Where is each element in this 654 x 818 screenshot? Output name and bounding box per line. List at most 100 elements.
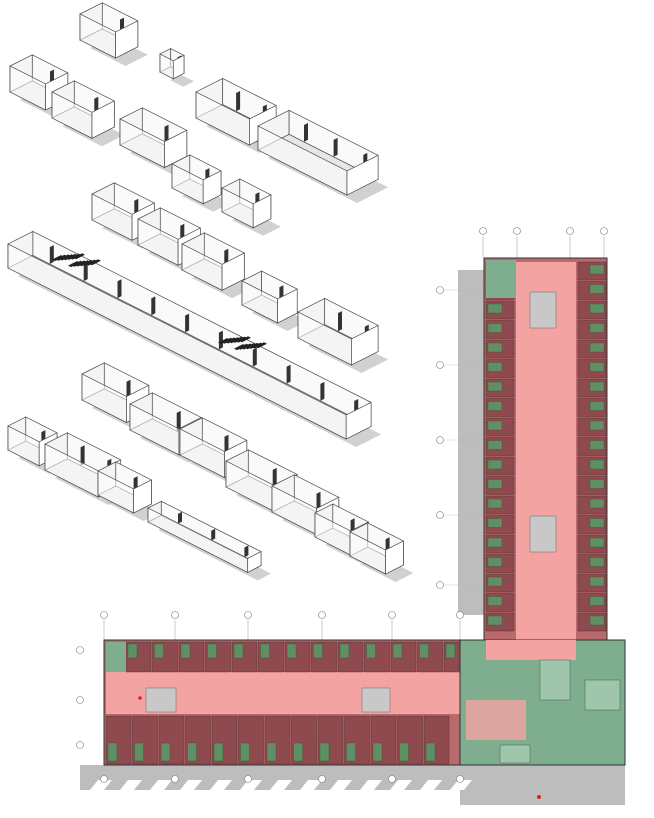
bathroom [487,401,503,411]
bathroom [392,643,403,659]
bathroom [487,381,503,392]
service-room [499,744,531,764]
bathroom [589,537,605,548]
bathroom [487,342,503,353]
door-icon [178,511,182,524]
module-closet [159,48,194,87]
bathroom [487,420,503,431]
module-side-wall [133,479,152,514]
shadow-hatch [240,780,262,790]
grid-bubble [456,611,464,619]
grid-bubble [171,775,179,783]
stair-icon [218,336,267,351]
bathroom [589,284,605,294]
bathroom [589,440,605,450]
bathroom [372,742,383,762]
grid-bubble [244,775,252,783]
bathroom [487,440,503,450]
grid-bubble [436,361,444,369]
bathroom [134,742,144,762]
stair-core-green [486,260,516,298]
bathroom [207,643,217,659]
bathroom [127,643,138,659]
door-icon [185,313,190,333]
bathroom [187,742,197,762]
module-side-wall [346,154,379,196]
shadow-hatch [210,780,232,790]
module-room [297,297,389,373]
stair-core [529,291,557,329]
building-shadow [460,765,625,805]
stair-step [255,342,267,349]
module-side-wall [247,551,262,573]
grid-bubble [318,775,326,783]
grid-bubble [388,611,396,619]
bathroom [487,459,503,470]
bathroom [487,479,503,489]
shadow-hatch [330,780,352,790]
door-icon [320,381,325,401]
stair-step [89,259,101,266]
bathroom [487,498,503,509]
grid-bubble [436,511,444,519]
marker-icon [138,696,142,700]
bathroom [286,643,297,659]
door-icon [117,279,122,299]
bathroom [487,518,503,528]
module-room [97,461,162,521]
bathroom [589,518,605,528]
junction-lobby [466,700,526,740]
door-icon [236,91,241,112]
stair-core [361,687,391,713]
bathroom [487,615,503,626]
module-side-wall [221,252,245,291]
stair-step [239,336,251,343]
stair-core [145,687,177,713]
bathroom [487,537,503,548]
door-icon [252,347,257,367]
bathroom [487,303,503,314]
grid-bubble [100,775,108,783]
grid-bubble [388,775,396,783]
grid-bubble [600,227,608,235]
grid-bubble [436,581,444,589]
grid-bubble [244,611,252,619]
bathroom [339,643,350,659]
grid-bubble [436,286,444,294]
building-shadow [458,270,484,615]
service-room [584,679,621,711]
door-icon [272,467,277,489]
door-icon [304,123,308,142]
shadow-hatch [270,780,292,790]
grid-bubble [456,775,464,783]
bathroom [589,557,605,567]
bathroom [266,742,277,762]
grid-bubble [171,611,179,619]
bathroom [589,479,605,489]
shadow-hatch [390,780,412,790]
module-room [51,80,125,147]
bathroom [319,742,330,762]
bathroom [425,742,436,762]
grid-bubble [479,227,487,235]
bathroom [445,643,456,659]
floor-plan [76,227,626,805]
module-side-wall [252,194,272,229]
door-icon [286,364,291,384]
grid-bubble [436,436,444,444]
shadow-hatch [150,780,172,790]
bathroom [589,596,605,606]
door-icon [151,296,156,316]
module-side-wall [202,170,222,205]
door-icon [80,445,85,466]
grid-bubble [513,227,521,235]
module-side-wall [385,540,404,575]
module-side-wall [351,324,379,366]
door-icon [338,311,342,332]
bathroom [589,323,605,333]
module-bath-room [181,232,255,299]
bathroom [233,643,244,659]
grid-bubble [76,646,84,654]
bathroom [589,615,605,626]
